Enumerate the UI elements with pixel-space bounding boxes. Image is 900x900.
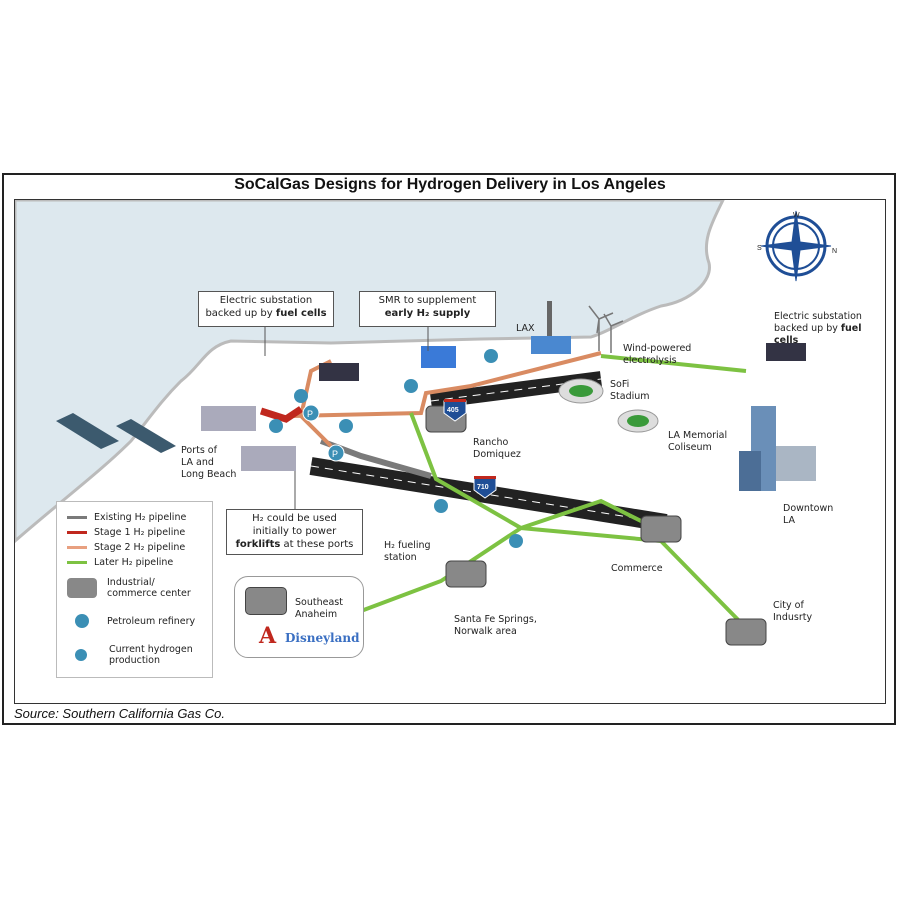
figure-title: SoCalGas Designs for Hydrogen Delivery i… xyxy=(234,176,666,193)
legend-later: Later H₂ pipeline xyxy=(67,557,173,568)
refinery xyxy=(509,534,523,548)
substation-west xyxy=(319,363,359,381)
svg-text:405: 405 xyxy=(447,407,459,414)
compass-s: S xyxy=(757,245,762,252)
port-docks xyxy=(241,446,296,471)
callout-forklifts: H₂ could be used initially to power fork… xyxy=(226,509,363,555)
pipeline-later xyxy=(360,354,753,635)
compass-icon xyxy=(760,210,832,282)
label-lax: LAX xyxy=(516,323,535,334)
interstate-405-shield: 405 xyxy=(443,399,467,422)
pipeline-stage1 xyxy=(259,406,303,423)
legend-refinery: Petroleum refinery xyxy=(67,614,195,628)
ship xyxy=(116,419,176,453)
hydrogen-production-marker: P xyxy=(302,404,320,422)
refinery xyxy=(339,419,353,433)
disneyland-logo: Disneyland xyxy=(285,631,360,645)
refinery xyxy=(404,379,418,393)
port-docks xyxy=(201,406,256,431)
legend-stage2: Stage 2 H₂ pipeline xyxy=(67,542,185,553)
angels-logo: A xyxy=(259,623,277,649)
industrial-center-commerce xyxy=(640,515,682,543)
industrial-center-industry xyxy=(725,618,767,646)
industrial-center-anaheim xyxy=(245,587,287,615)
map-area: W S N 405 710 P P Electric substation ba… xyxy=(14,199,886,704)
interstate-710-shield: 710 xyxy=(473,476,497,499)
callout-substation-west: Electric substation backed up by fuel ce… xyxy=(198,291,334,327)
industrial-center-icon xyxy=(67,578,97,598)
ocean xyxy=(15,200,725,543)
downtown-building xyxy=(739,451,761,491)
downtown-building xyxy=(776,446,816,481)
industrial-center-santa-fe xyxy=(445,560,487,588)
svg-text:P: P xyxy=(307,409,313,419)
refinery xyxy=(269,419,283,433)
legend-existing: Existing H₂ pipeline xyxy=(67,512,186,523)
legend: Existing H₂ pipeline Stage 1 H₂ pipeline… xyxy=(56,501,213,678)
callout-smr: SMR to supplement early H₂ supply xyxy=(359,291,496,327)
compass-w: W xyxy=(793,212,800,219)
label-santa-fe: Santa Fe Springs,Norwalk area xyxy=(454,614,537,637)
hydrogen-production-marker: P xyxy=(327,444,345,462)
substation-east xyxy=(766,343,806,361)
refinery-icon xyxy=(75,614,89,628)
legend-stage1: Stage 1 H₂ pipeline xyxy=(67,527,185,538)
compass-n: N xyxy=(832,248,837,255)
svg-text:P: P xyxy=(332,449,338,459)
lax-terminal xyxy=(531,336,571,354)
smr-plant xyxy=(421,346,456,368)
source-note: Source: Southern California Gas Co. xyxy=(14,706,225,721)
ship xyxy=(56,413,119,449)
legend-industrial: Industrial/commerce center xyxy=(67,577,191,599)
lax-tower xyxy=(547,301,552,336)
refinery xyxy=(294,389,308,403)
refinery xyxy=(434,499,448,513)
refinery xyxy=(484,349,498,363)
svg-text:710: 710 xyxy=(477,484,489,491)
label-commerce: Commerce xyxy=(611,563,663,574)
hydrogen-production-icon xyxy=(75,649,87,661)
